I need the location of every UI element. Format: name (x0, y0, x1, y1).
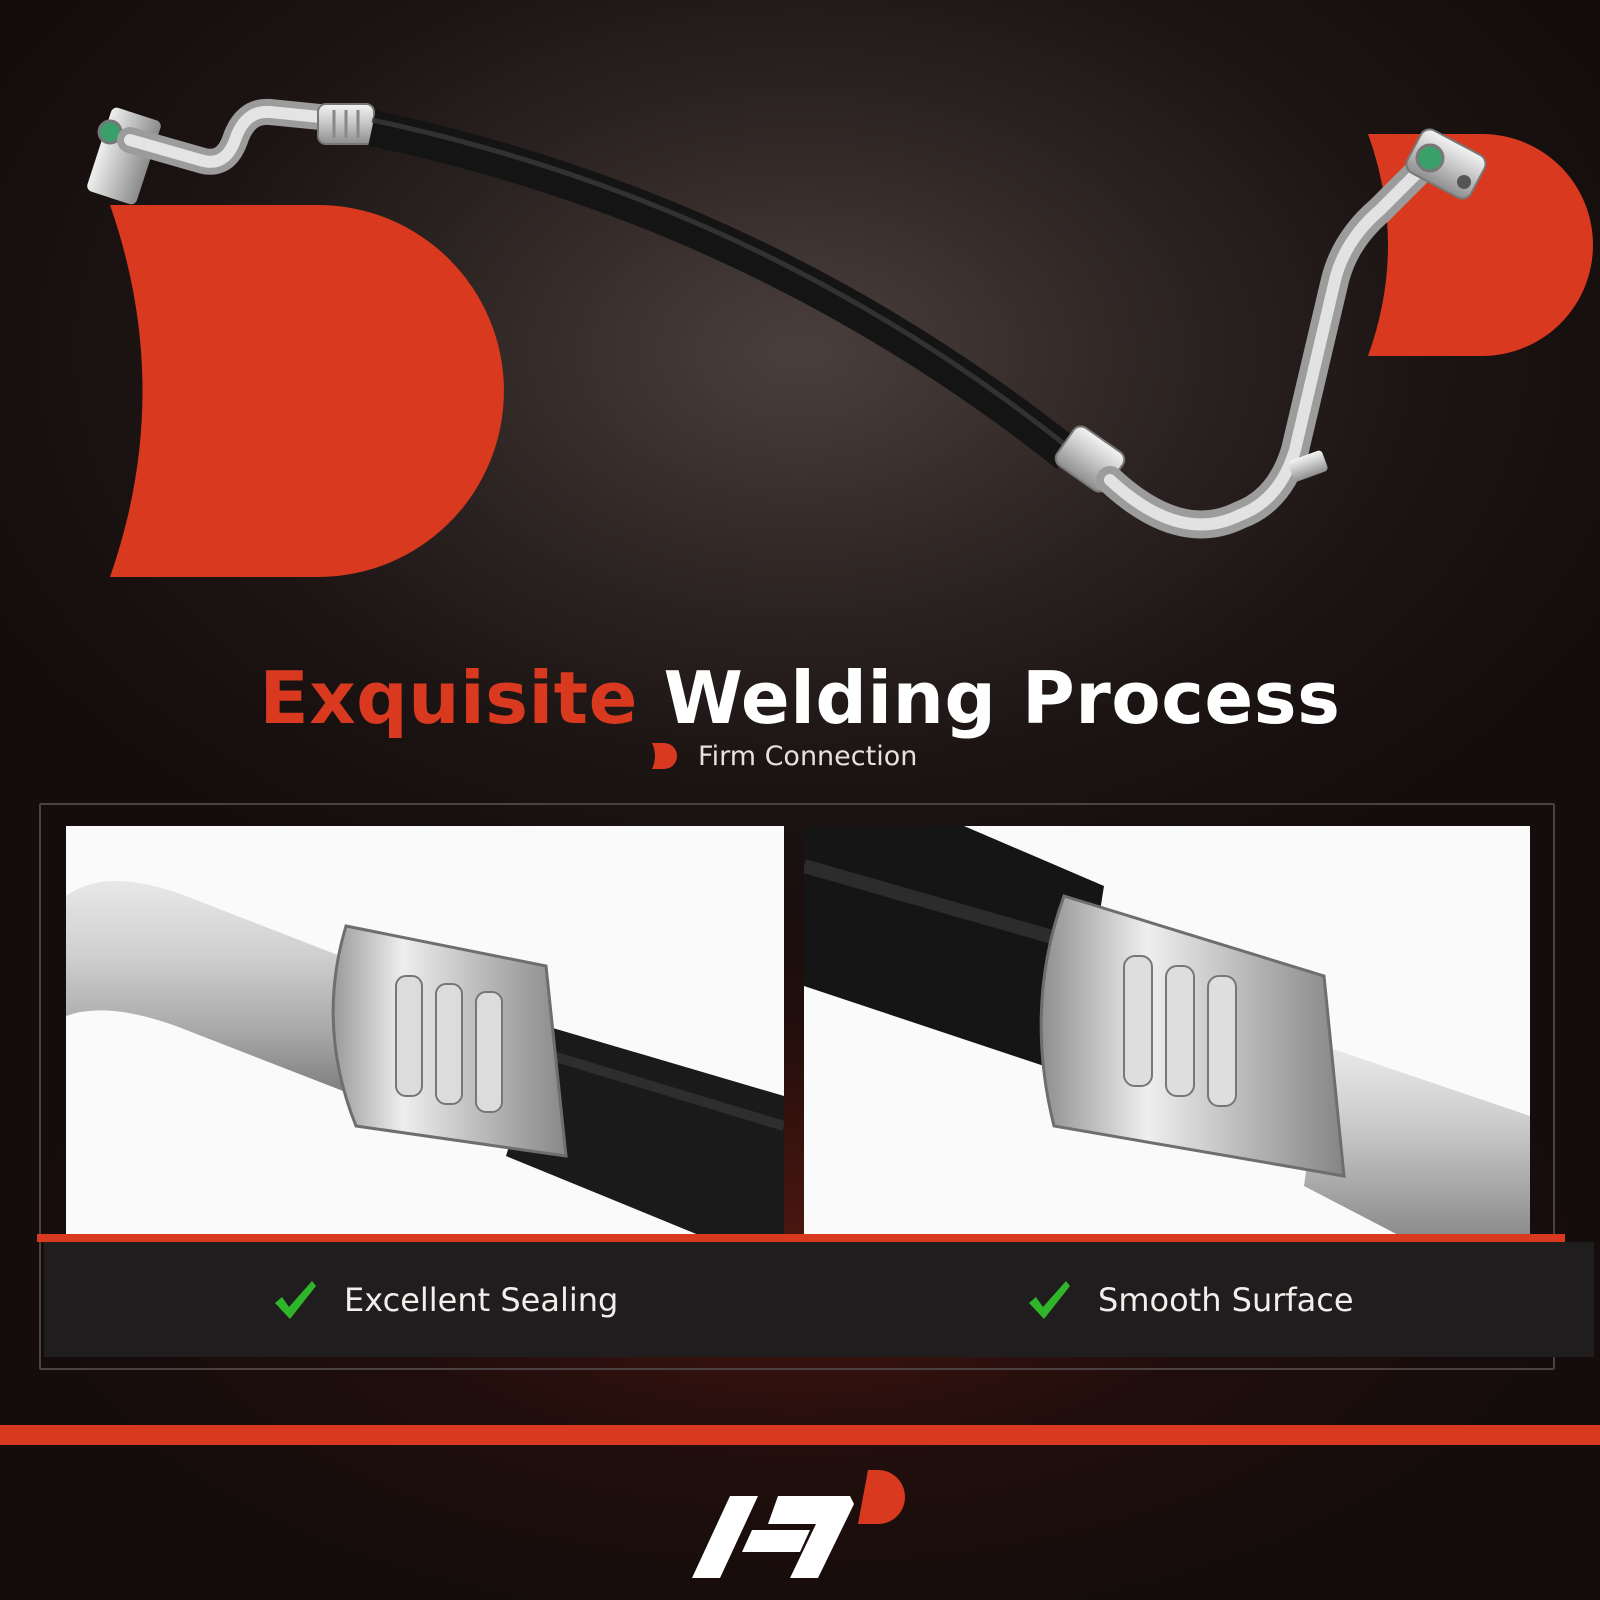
subheadline-text: Firm Connection (698, 740, 918, 772)
closeup-image-sealing (66, 826, 784, 1238)
red-d-shape-left (110, 205, 504, 577)
detail-frame (39, 803, 1555, 1370)
subheadline: Firm Connection (650, 736, 917, 776)
headline: Exquisite Welding Process (0, 656, 1600, 740)
feature-label: Excellent Sealing (344, 1281, 619, 1319)
hero-product-image (87, 98, 1593, 577)
brand-logo (692, 1470, 905, 1578)
feature-smooth-surface: Smooth Surface (1026, 1272, 1354, 1328)
accent-stripe (0, 1425, 1600, 1445)
rubber-hose (368, 110, 1080, 470)
red-d-bullet-icon (652, 743, 677, 769)
headline-main: Welding Process (663, 656, 1341, 740)
closeup-image-surface (804, 826, 1530, 1238)
headline-accent: Exquisite (259, 656, 638, 740)
red-d-shape-right (1368, 134, 1593, 356)
panel-divider-line (37, 1234, 1565, 1242)
feature-excellent-sealing: Excellent Sealing (272, 1272, 618, 1328)
feature-label: Smooth Surface (1098, 1281, 1354, 1319)
check-icon (275, 1281, 316, 1319)
check-icon (1029, 1281, 1070, 1319)
left-fitting (87, 98, 375, 205)
right-fitting (1054, 128, 1487, 539)
